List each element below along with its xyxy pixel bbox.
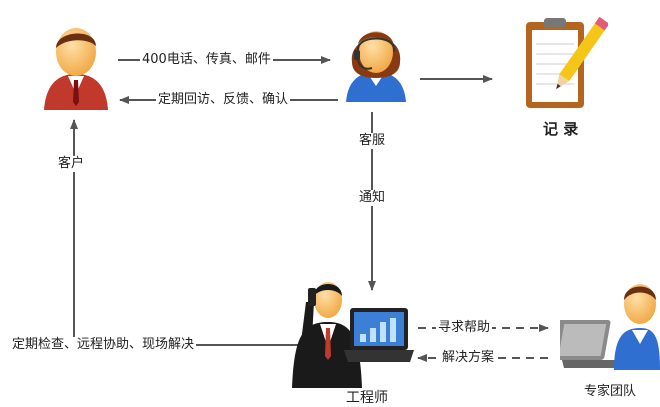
experts-label: 专家团队 (582, 384, 639, 400)
clipboard-pencil-icon (526, 16, 608, 108)
customer-person-icon (44, 28, 108, 110)
record-label: 记 录 (541, 120, 581, 138)
edge-notify-label: 通知 (357, 190, 388, 206)
customer-label: 客户 (56, 156, 87, 172)
arrow-onsite (70, 119, 300, 346)
engineer-label: 工程师 (344, 390, 390, 406)
engineer-phone-laptop-icon (292, 282, 414, 388)
edge-seek-help-label: 寻求帮助 (436, 320, 493, 336)
expert-laptop-icon (560, 284, 660, 370)
headset-agent-icon (346, 31, 406, 102)
edge-solution-label: 解决方案 (440, 350, 497, 366)
edge-contact-label: 400电话、传真、邮件 (140, 52, 273, 68)
edge-followup-label: 定期回访、反馈、确认 (156, 92, 291, 108)
service-label: 客服 (357, 133, 388, 149)
edge-onsite-label: 定期检查、远程协助、现场解决 (10, 337, 197, 353)
